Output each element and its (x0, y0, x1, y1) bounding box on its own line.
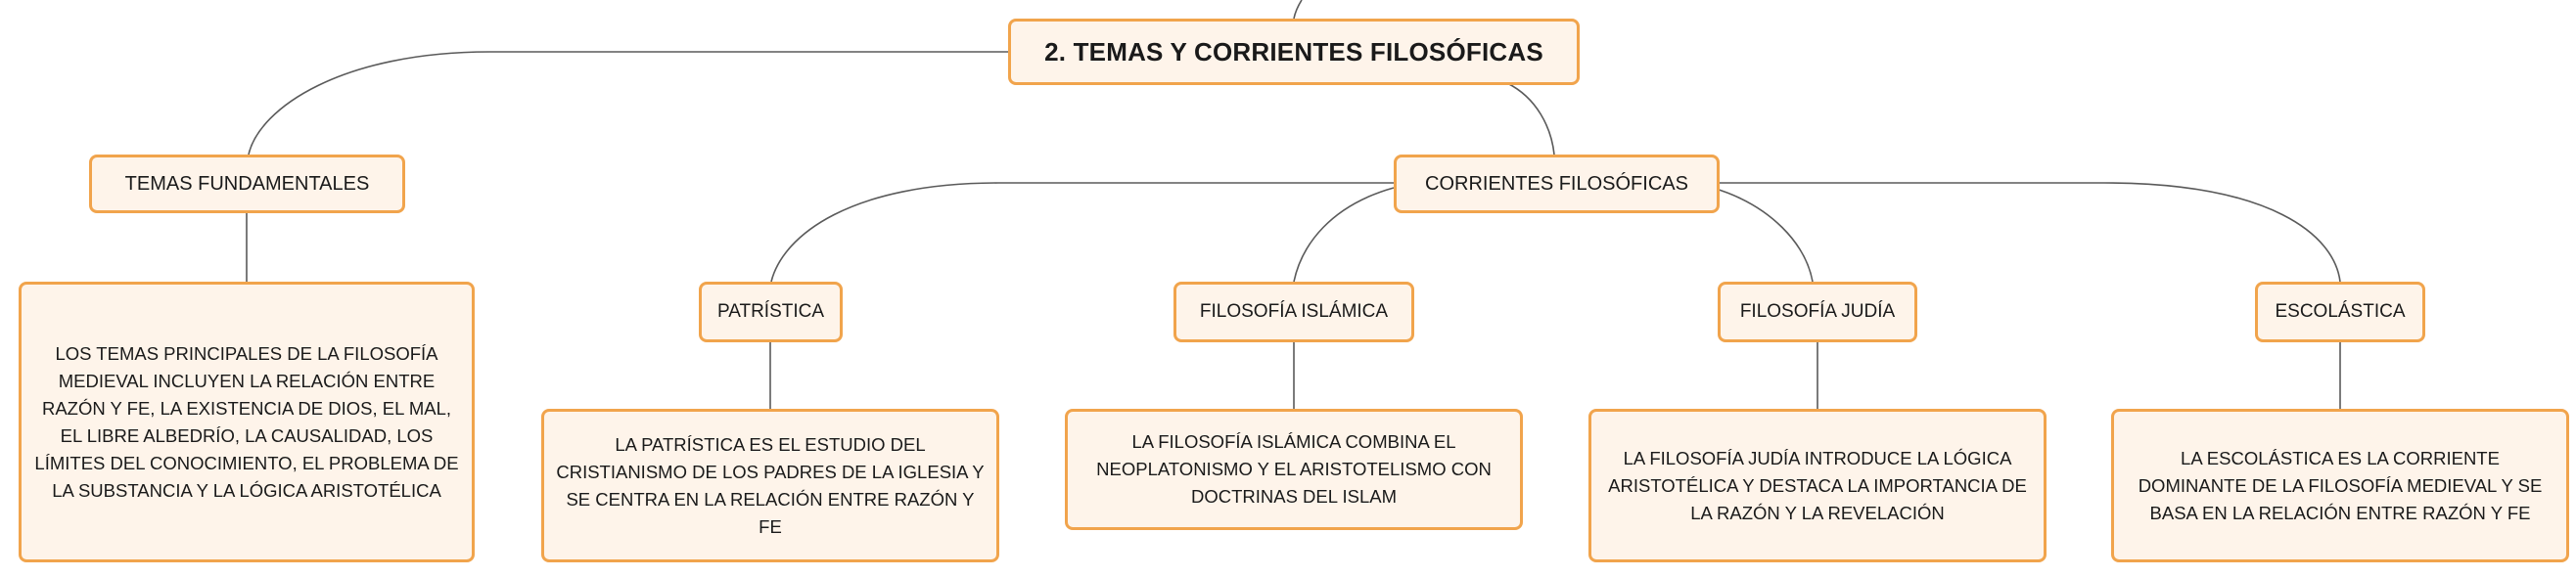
corrientes-filosoficas-label: CORRIENTES FILOSÓFICAS (1425, 172, 1688, 195)
connector-corrientes-to-patristica (770, 182, 1394, 283)
connector-root-to-temas (248, 51, 1008, 156)
root-node-label: 2. TEMAS Y CORRIENTES FILOSÓFICAS (1044, 36, 1543, 67)
filosofia-islamica-label: FILOSOFÍA ISLÁMICA (1199, 301, 1389, 322)
filosofia-islamica-description-node[interactable]: LA FILOSOFÍA ISLÁMICA COMBINA EL NEOPLAT… (1065, 409, 1523, 530)
temas-fundamentales-node[interactable]: TEMAS FUNDAMENTALES (89, 155, 405, 213)
filosofia-islamica-description: LA FILOSOFÍA ISLÁMICA COMBINA EL NEOPLAT… (1096, 431, 1492, 507)
escolastica-label: ESCOLÁSTICA (2275, 301, 2406, 322)
patristica-description-node[interactable]: LA PATRÍSTICA ES EL ESTUDIO DEL CRISTIAN… (541, 409, 999, 562)
escolastica-description-node[interactable]: LA ESCOLÁSTICA ES LA CORRIENTE DOMINANTE… (2111, 409, 2569, 562)
escolastica-node[interactable]: ESCOLÁSTICA (2255, 282, 2425, 342)
temas-fundamentales-label: TEMAS FUNDAMENTALES (124, 172, 370, 195)
corrientes-filosoficas-node[interactable]: CORRIENTES FILOSÓFICAS (1394, 155, 1720, 213)
connector-corrientes-to-islamica (1293, 187, 1395, 283)
connector-parent-to-root (1293, 0, 1303, 20)
connector-corrientes-to-escolastica (1713, 182, 2341, 283)
patristica-label: PATRÍSTICA (716, 301, 825, 322)
escolastica-description: LA ESCOLÁSTICA ES LA CORRIENTE DOMINANTE… (2138, 447, 2543, 523)
filosofia-judia-label: FILOSOFÍA JUDÍA (1739, 301, 1896, 322)
filosofia-judia-description: LA FILOSOFÍA JUDÍA INTRODUCE LA LÓGICA A… (1608, 447, 2027, 523)
filosofia-judia-node[interactable]: FILOSOFÍA JUDÍA (1718, 282, 1917, 342)
patristica-node[interactable]: PATRÍSTICA (699, 282, 843, 342)
filosofia-islamica-node[interactable]: FILOSOFÍA ISLÁMICA (1173, 282, 1414, 342)
temas-fundamentales-description-node[interactable]: LOS TEMAS PRINCIPALES DE LA FILOSOFÍA ME… (19, 282, 475, 562)
connector-corrientes-to-judia (1712, 187, 1814, 283)
root-node[interactable]: 2. TEMAS Y CORRIENTES FILOSÓFICAS (1008, 19, 1580, 85)
filosofia-judia-description-node[interactable]: LA FILOSOFÍA JUDÍA INTRODUCE LA LÓGICA A… (1588, 409, 2047, 562)
temas-fundamentales-description: LOS TEMAS PRINCIPALES DE LA FILOSOFÍA ME… (34, 342, 459, 501)
patristica-description: LA PATRÍSTICA ES EL ESTUDIO DEL CRISTIAN… (556, 433, 985, 537)
connector-root-to-corrientes (1506, 82, 1555, 156)
